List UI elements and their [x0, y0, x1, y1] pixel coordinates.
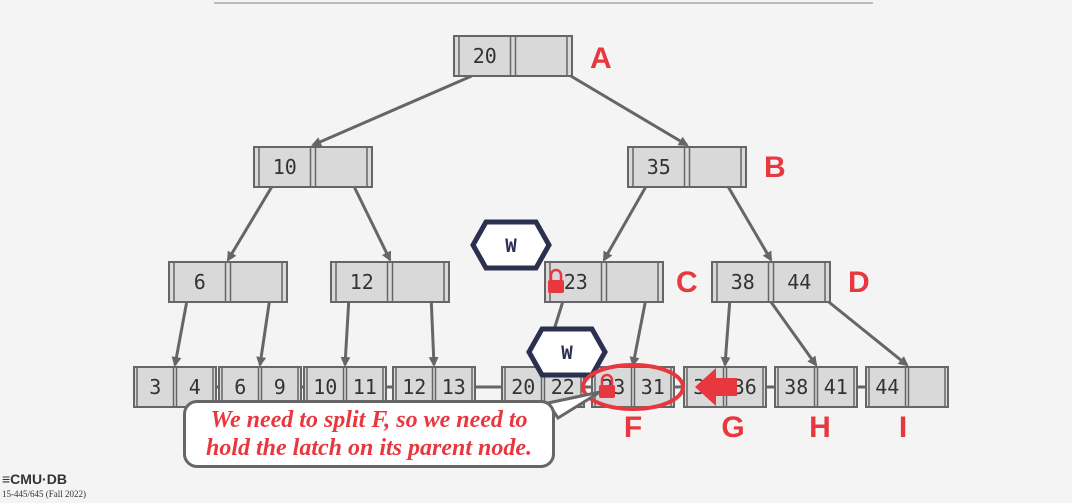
node-box	[544, 261, 664, 303]
latch-badge	[470, 219, 552, 271]
write-latch-c: W	[470, 219, 552, 271]
node-box	[453, 35, 573, 77]
node-label-b: B	[764, 151, 786, 184]
node-label-g: G	[721, 411, 744, 444]
node-key: 13	[442, 375, 466, 399]
edge-P6-L2	[256, 301, 271, 367]
node-box	[627, 146, 747, 188]
node-box	[774, 366, 858, 408]
callout-box: We need to split F, so we need to hold t…	[183, 400, 555, 468]
edge-D-G	[720, 301, 732, 367]
node-key: 35	[647, 155, 671, 179]
node-label-i: I	[899, 411, 907, 444]
node-box	[330, 261, 450, 303]
edge-C-F	[629, 301, 647, 367]
node-b: 35	[627, 146, 747, 188]
node-h: 38 41	[774, 366, 858, 408]
lock-icon	[599, 373, 615, 398]
node-box	[711, 261, 831, 303]
node-key: 12	[350, 270, 374, 294]
edge-A-B	[570, 74, 689, 147]
insert-arrow-icon	[695, 368, 737, 406]
latch-label: W	[505, 235, 517, 257]
node-key: 4	[189, 375, 201, 399]
node-key: 44	[875, 375, 899, 399]
node-key: 12	[402, 375, 426, 399]
node-i: 44	[865, 366, 949, 408]
node-key: 20	[473, 44, 497, 68]
node-key: 10	[273, 155, 297, 179]
node-box	[253, 146, 373, 188]
node-label-h: H	[809, 411, 831, 444]
node-key: 3	[149, 375, 161, 399]
course-label: 15-445/645 (Fall 2022)	[2, 489, 86, 499]
cmu-db-logo: ≡CMU·DB	[2, 471, 67, 487]
edge-P10-P12	[352, 186, 392, 262]
node-label-a: A	[590, 42, 612, 75]
node-key: 44	[787, 270, 811, 294]
node-key: 10	[313, 375, 337, 399]
edge-P12-L3	[340, 301, 351, 367]
edge-B-C	[602, 186, 648, 262]
node-key: 20	[511, 375, 535, 399]
node-key: 41	[824, 375, 848, 399]
node-key: 11	[353, 375, 377, 399]
node-p6: 6	[168, 261, 288, 303]
edge-D-H	[769, 301, 818, 367]
edge-P12-L4	[428, 301, 439, 367]
edge-P6-L1	[171, 301, 189, 367]
node-box	[168, 261, 288, 303]
lock-icon	[548, 268, 564, 293]
node-label-d: D	[848, 266, 870, 299]
edge-D-I	[827, 300, 909, 367]
callout-line-2: hold the latch on its parent node.	[205, 435, 533, 461]
node-a: 20	[453, 35, 573, 77]
node-key: 23	[564, 270, 588, 294]
node-key: 38	[731, 270, 755, 294]
node-key: 38	[784, 375, 808, 399]
highlight-ellipse-f	[581, 363, 685, 411]
node-key: 6	[194, 270, 206, 294]
node-c: 23	[544, 261, 664, 303]
edge-P10-P6	[226, 186, 273, 262]
write-latch-f: W	[526, 326, 608, 378]
node-p10: 10	[253, 146, 373, 188]
latch-badge	[526, 326, 608, 378]
edge-A-P10	[311, 74, 473, 147]
callout-line-1: We need to split F, so we need to	[210, 407, 528, 433]
node-label-f: F	[624, 411, 642, 444]
node-p12: 12	[330, 261, 450, 303]
node-key: 6	[234, 375, 246, 399]
latch-label: W	[561, 342, 573, 364]
node-label-c: C	[676, 266, 698, 299]
node-key: 9	[274, 375, 286, 399]
edge-B-D	[727, 186, 773, 262]
node-key: 22	[551, 375, 575, 399]
node-d: 38 44	[711, 261, 831, 303]
node-box	[865, 366, 949, 408]
node-key: 31	[641, 375, 665, 399]
